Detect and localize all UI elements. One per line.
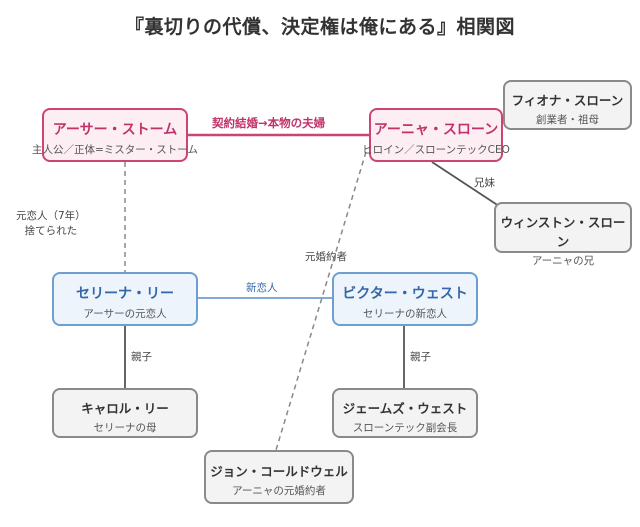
edge-label-contract: 契約結婚→本物の夫婦	[212, 116, 326, 130]
edge-label-parent-right: 親子	[410, 351, 431, 363]
node-carol-name: キャロル・リー	[81, 401, 169, 416]
node-serena-role: アーサーの元恋人	[83, 308, 167, 320]
edge-label-new-lover: 新恋人	[246, 282, 278, 294]
node-fiona-name: フィオナ・スローン	[511, 93, 624, 108]
edge-label-ex-lovers: 元恋人（7年） 捨てられた	[16, 209, 86, 239]
edge-label-parent-left: 親子	[131, 351, 152, 363]
node-anya-role: ヒロイン／スローンテックCEO	[362, 144, 510, 156]
node-anya[interactable]: アーニャ・スローン ヒロイン／スローンテックCEO	[362, 108, 510, 162]
edge-label-ex-fiance: 元婚約者	[305, 251, 347, 263]
node-john-role: アーニャの元婚約者	[232, 485, 326, 497]
node-anya-name: アーニャ・スローン	[373, 122, 499, 138]
node-winston-name: ウィンストン・スローン	[500, 215, 626, 249]
node-winston[interactable]: ウィンストン・スローン アーニャの兄	[494, 202, 632, 267]
node-arthur-role: 主人公／正体=ミスター・ストーム	[32, 144, 198, 156]
edge-anya-john	[275, 151, 367, 451]
node-serena[interactable]: セリーナ・リー アーサーの元恋人	[52, 272, 198, 326]
node-fiona-role: 創業者・祖母	[536, 114, 599, 126]
node-james[interactable]: ジェームズ・ウェスト スローンテック副会長	[332, 388, 478, 438]
node-winston-role: アーニャの兄	[531, 255, 595, 267]
edge-label-ex-lovers-line1: 元恋人（7年）	[16, 210, 86, 222]
node-victor-name: ビクター・ウェスト	[342, 286, 468, 302]
node-carol-role: セリーナの母	[93, 422, 157, 434]
edge-label-ex-lovers-line2: 捨てられた	[24, 225, 78, 237]
node-james-role: スローンテック副会長	[352, 422, 458, 434]
node-victor[interactable]: ビクター・ウェスト セリーナの新恋人	[332, 272, 478, 326]
node-james-name: ジェームズ・ウェスト	[342, 401, 468, 416]
node-john[interactable]: ジョン・コールドウェル アーニャの元婚約者	[204, 450, 354, 504]
edge-anya-winston	[431, 161, 506, 211]
node-carol[interactable]: キャロル・リー セリーナの母	[52, 388, 198, 438]
edge-label-siblings: 兄妹	[474, 177, 495, 189]
node-serena-name: セリーナ・リー	[76, 286, 174, 302]
node-arthur[interactable]: アーサー・ストーム 主人公／正体=ミスター・ストーム	[32, 108, 198, 162]
node-victor-role: セリーナの新恋人	[363, 308, 447, 320]
node-arthur-name: アーサー・ストーム	[52, 122, 178, 138]
node-fiona[interactable]: フィオナ・スローン 創業者・祖母	[503, 80, 632, 130]
diagram-title: 『裏切りの代償、決定権は俺にある』相関図	[124, 16, 515, 38]
node-john-name: ジョン・コールドウェル	[210, 464, 348, 479]
